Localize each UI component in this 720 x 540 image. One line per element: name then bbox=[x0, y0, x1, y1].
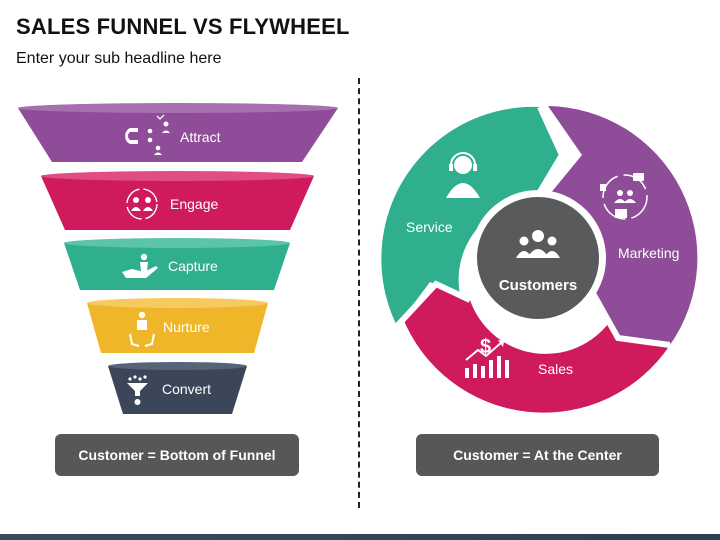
marketing-cycle-icon bbox=[600, 173, 648, 220]
flywheel-segment-label: Marketing bbox=[618, 245, 679, 261]
funnel-stage-engage: Engage bbox=[41, 171, 314, 230]
funnel-stage-label: Engage bbox=[170, 196, 218, 212]
funnel-stage-label: Nurture bbox=[163, 319, 210, 335]
funnel-stage-convert: Convert bbox=[108, 362, 247, 414]
flywheel-caption: Customer = At the Center bbox=[416, 434, 659, 476]
sales-funnel: Attract Engage Capture bbox=[18, 103, 338, 414]
people-engage-icon bbox=[126, 188, 158, 220]
funnel-stage-label: Attract bbox=[180, 129, 221, 145]
funnel-stage-capture: Capture bbox=[64, 238, 290, 290]
flywheel-segment-marketing bbox=[545, 106, 698, 345]
funnel-caption: Customer = Bottom of Funnel bbox=[55, 434, 299, 476]
page-title: SALES FUNNEL VS FLYWHEEL bbox=[16, 14, 350, 39]
flywheel-center-label: Customers bbox=[499, 277, 577, 294]
flywheel-segment-sales bbox=[402, 282, 670, 413]
funnel-stage-nurture: Nurture bbox=[87, 298, 268, 353]
headset-agent-icon bbox=[446, 152, 480, 198]
filter-funnel-icon bbox=[127, 375, 148, 405]
funnel-stage-label: Capture bbox=[168, 258, 218, 274]
flywheel-segment-service bbox=[381, 106, 562, 326]
hand-person-icon bbox=[122, 253, 158, 278]
funnel-stage-label: Convert bbox=[162, 381, 211, 397]
flywheel: Customers Service Marketing $ bbox=[381, 105, 698, 413]
customers-group-icon bbox=[516, 230, 560, 258]
svg-text:$: $ bbox=[480, 336, 491, 358]
magnet-attract-icon bbox=[125, 114, 170, 155]
flywheel-segment-label: Service bbox=[406, 219, 453, 235]
dashed-divider bbox=[358, 78, 360, 508]
sales-chart-icon: $ bbox=[465, 336, 509, 378]
funnel-stage-attract: Attract bbox=[18, 103, 338, 162]
page-subtitle: Enter your sub headline here bbox=[16, 50, 222, 67]
flywheel-segment-label: Sales bbox=[538, 361, 573, 377]
footer-bar bbox=[0, 534, 720, 540]
person-hands-icon bbox=[129, 311, 155, 347]
